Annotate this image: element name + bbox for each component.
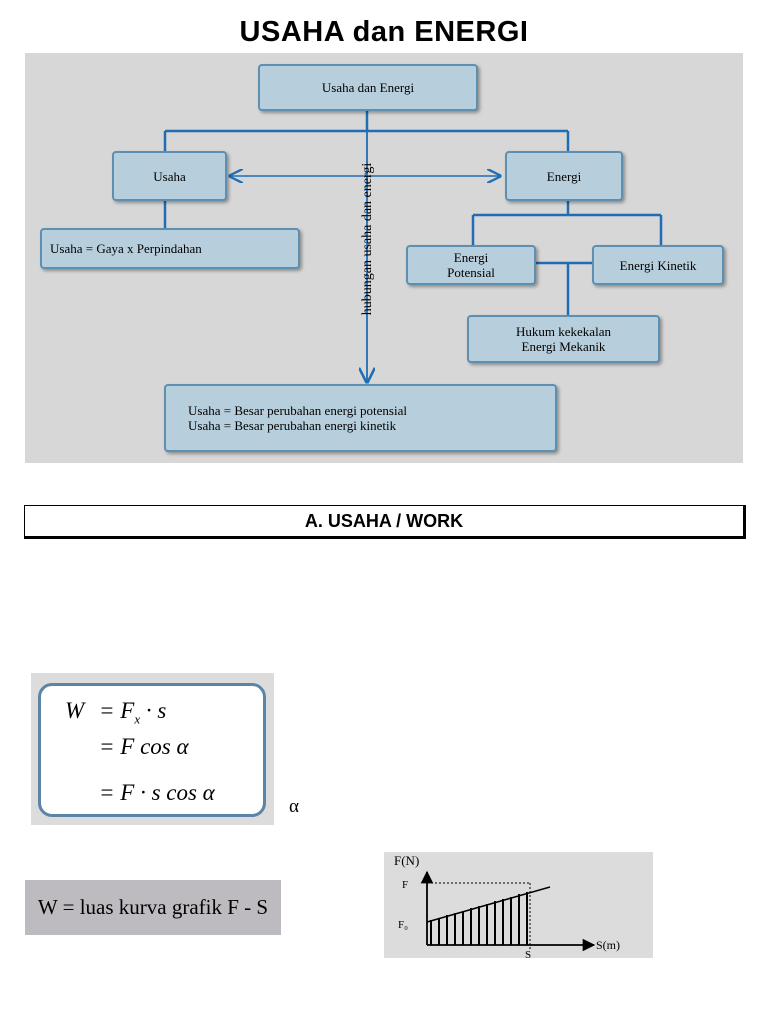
node-conservation-law: Hukum kekekalan Energi Mekanik — [467, 315, 660, 363]
force-line — [426, 886, 551, 923]
node-kinetic-energy: Energi Kinetik — [592, 245, 724, 285]
node-root: Usaha dan Energi — [258, 64, 478, 111]
y-tick-f: F — [402, 879, 408, 891]
formula-line-1-main: = F — [99, 698, 135, 723]
page-title: USAHA dan ENERGI — [239, 16, 529, 48]
y-axis-label: F(N) — [394, 853, 419, 868]
force-displacement-graph: F(N) S(m) F F₀ S — [384, 852, 653, 961]
x-axis-label: S(m) — [596, 938, 620, 952]
formula-line-1-tail: · s — [145, 698, 167, 723]
concept-map-connectors — [163, 111, 663, 463]
graph-svg: F(N) S(m) F F₀ S — [394, 853, 620, 961]
node-usaha-formula: Usaha = Gaya x Perpindahan — [40, 228, 300, 269]
potential-line-1: Energi — [453, 250, 489, 265]
alpha-note: α — [289, 796, 299, 817]
formula-line-2: = F cos α — [99, 734, 189, 759]
relation-label-text: hubungan usaha dan energi — [360, 162, 375, 316]
potential-line-2: Potensial — [447, 265, 495, 280]
area-rule: W = luas kurva grafik F - S — [25, 880, 281, 935]
section-heading: A. USAHA / WORK — [24, 505, 746, 539]
x-tick-s: S — [525, 949, 531, 958]
conservation-line-2: Energi Mekanik — [521, 339, 606, 354]
formula-line-3: = F · s cos α — [99, 780, 215, 805]
conservation-line-1: Hukum kekekalan — [516, 324, 611, 339]
formula-line-1-sub: x — [134, 711, 141, 727]
formula-w: W — [65, 698, 85, 723]
node-work-energy-result: Usaha = Besar perubahan energi potensial… — [164, 384, 557, 452]
node-potential-energy: Energi Potensial — [406, 245, 536, 285]
work-formula-box: W = Fx · s = F cos α = F · s cos α — [38, 683, 266, 817]
formula-panel: W = Fx · s = F cos α = F · s cos α — [31, 673, 274, 825]
area-hatching — [430, 892, 528, 945]
result-line-1: Usaha = Besar perubahan energi potensial — [188, 403, 407, 418]
node-energi: Energi — [505, 151, 623, 201]
result-line-2: Usaha = Besar perubahan energi kinetik — [188, 418, 397, 433]
formula-line-1: = Fx · s — [99, 698, 166, 728]
concept-map: Usaha dan Energi Usaha Energi Usaha = Ga… — [25, 53, 743, 463]
node-usaha: Usaha — [112, 151, 227, 201]
y-tick-f0: F₀ — [398, 919, 408, 931]
